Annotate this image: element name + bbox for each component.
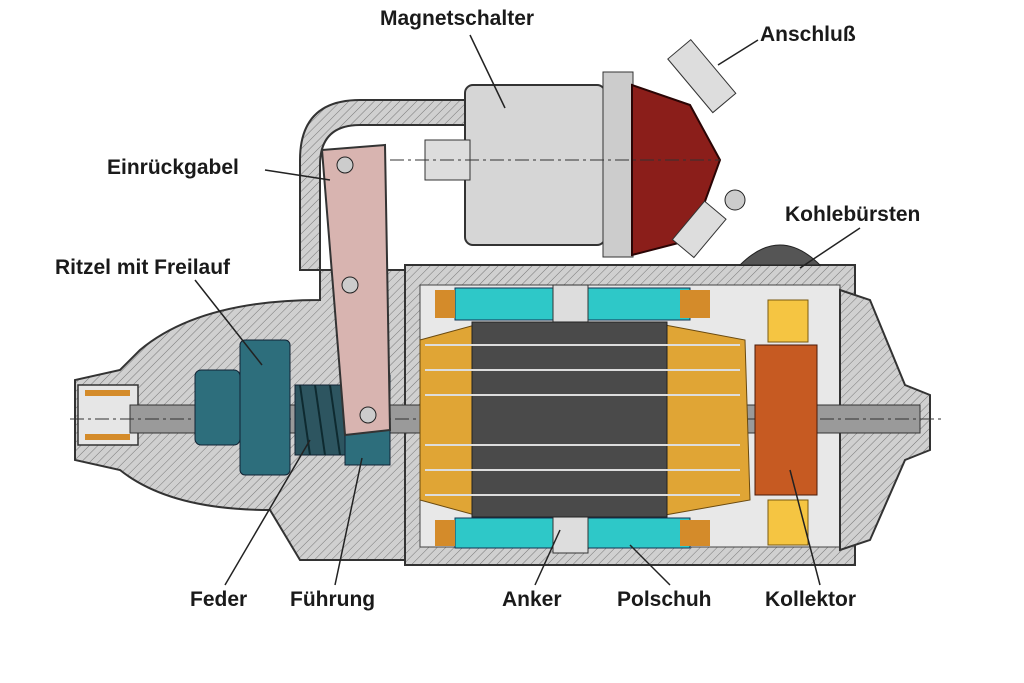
label-ritzel: Ritzel mit Freilauf (55, 256, 231, 279)
freewheel (239, 339, 291, 476)
leader-lines (194, 34, 861, 586)
winding-right (664, 324, 751, 516)
label-kohlebuersten: Kohlebürsten (785, 203, 921, 226)
label-anker: Anker (502, 588, 562, 611)
pinion-gear (194, 369, 241, 446)
terminal-bolt (667, 39, 737, 114)
label-einrueckgabel: Einrückgabel (107, 156, 239, 179)
solenoid-body (464, 84, 606, 246)
brush-top (767, 299, 809, 343)
armature-core (471, 321, 668, 518)
commutator (754, 344, 818, 496)
brush-bottom (767, 499, 809, 546)
label-polschuh: Polschuh (617, 588, 712, 611)
label-fuehrung: Führung (290, 588, 376, 611)
label-magnetschalter: Magnetschalter (380, 7, 535, 30)
label-feder: Feder (190, 588, 248, 611)
label-anschluss: Anschluß (760, 23, 856, 46)
label-kollektor: Kollektor (765, 588, 857, 611)
winding-left (419, 324, 476, 516)
